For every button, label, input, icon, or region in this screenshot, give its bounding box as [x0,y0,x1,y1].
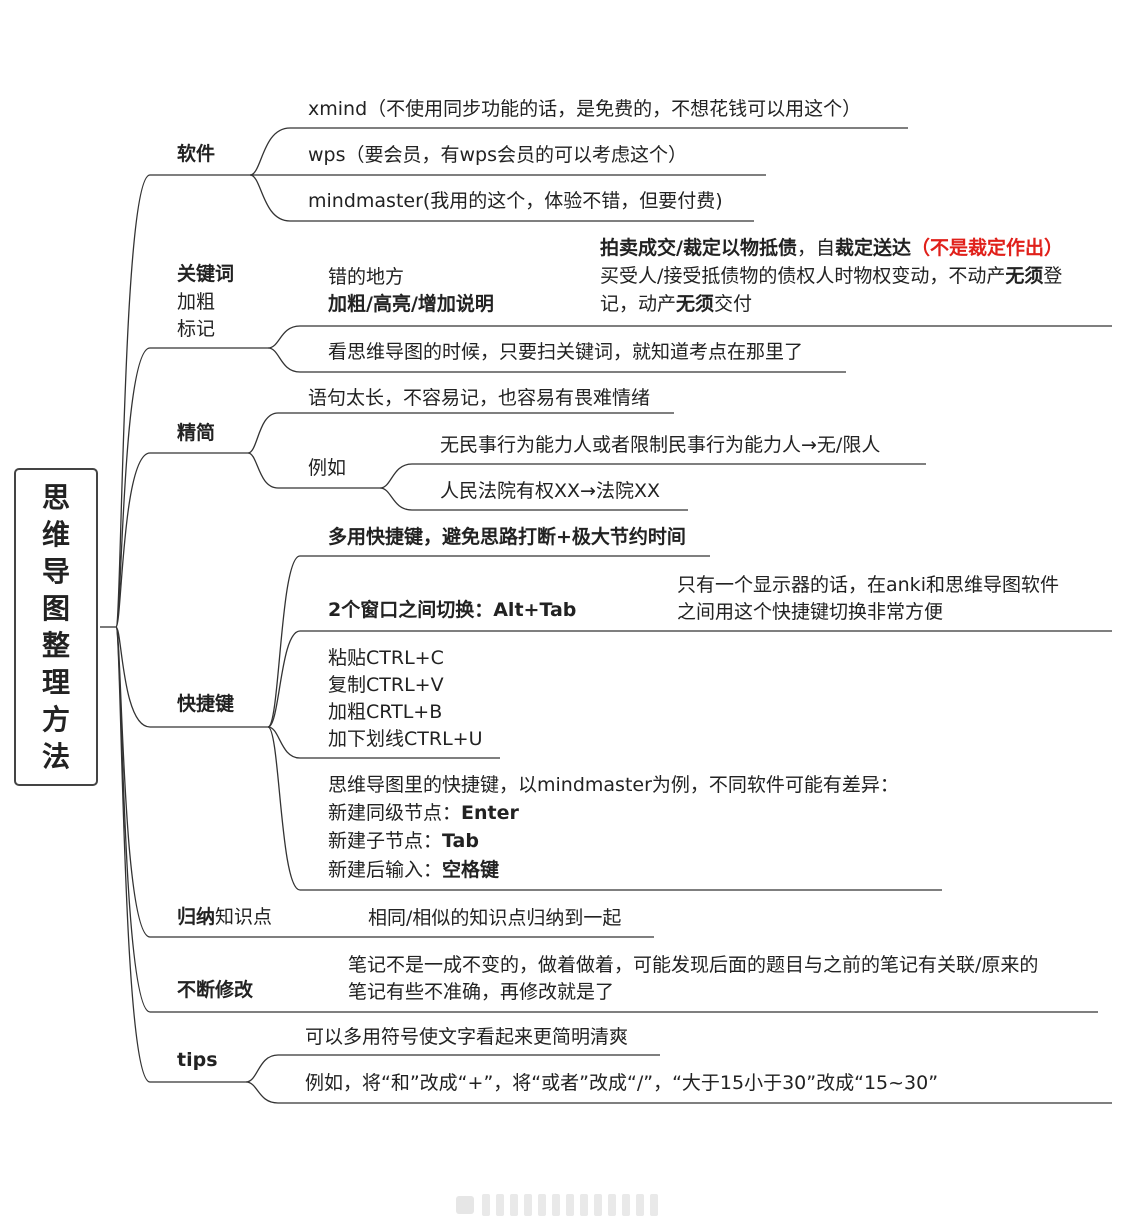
shortcuts-mindmaster-sibling: 新建同级节点：Enter [328,800,519,827]
keywords-example-line-1: 拍卖成交/裁定以物抵债，自裁定送达（不是裁定作出） [600,235,1063,262]
branch-label-tips: tips [177,1049,218,1071]
keywords-label-bold: 加粗 [177,291,216,313]
branch-line-keywords [115,347,268,628]
shortcut-label: 新建同级节点： [328,802,462,824]
keywords-label-mark: 标记 [177,318,216,340]
concise-example-2: 人民法院有权XX→法院XX [440,480,660,502]
root-title-char: 方 [41,703,70,736]
branch-label-software: 软件 [177,143,216,165]
software-item-mindmaster: mindmaster(我用的这个，体验不错，但要付费) [308,190,723,212]
revise-line-2: 笔记有些不准确，再修改就是了 [348,981,615,1003]
keywords-example-text: ，自 [796,237,835,259]
concise-example-label: 例如 [308,457,347,479]
keywords-example-text: 交付 [714,293,753,315]
branch-label-shortcuts: 快捷键 [177,693,235,715]
keywords-example-emph: 无须 [1005,265,1044,287]
root-title-char: 导 [41,555,70,588]
shortcut-key: 空格键 [442,859,500,881]
keywords-example-line-3: 记，动产无须交付 [600,291,752,318]
revise-line-1: 笔记不是一成不变的，做着做着，可能发现后面的题目与之前的笔记有关联/原来的 [348,954,1039,976]
shortcuts-key-underline: 加下划线CTRL+U [328,728,483,750]
tips-item-example: 例如，将“和”改成“+”，将“或者”改成“/”，“大于15小于30”改成“15~… [305,1072,939,1094]
shortcuts-alt-tab-note-1: 只有一个显示器的话，在anki和思维导图软件 [677,574,1059,596]
shortcuts-key-copy: 复制CTRL+V [328,674,444,696]
shortcuts-mindmaster-child: 新建子节点：Tab [328,828,479,855]
branch-label-revise: 不断修改 [177,979,254,1001]
shortcuts-key-paste: 粘贴CTRL+C [328,647,444,669]
shortcuts-alt-tab-note-2: 之间用这个快捷键切换非常方便 [677,601,944,623]
keywords-example-text: 买受人/接受抵债物的债权人时物权变动，不动产 [600,265,1006,287]
summarize-item: 相同/相似的知识点归纳到一起 [368,907,622,929]
shortcuts-item-alt-tab: 2个窗口之间切换：Alt+Tab [328,599,577,621]
concise-item-long-sentences: 语句太长，不容易记，也容易有畏难情绪 [308,387,651,409]
root-title-char: 整 [41,629,70,662]
keywords-example-emph: 裁定送达 [834,237,911,259]
watermark-icon [456,1194,658,1216]
keywords-example-warning: （不是裁定作出） [910,237,1063,259]
branch-line-concise [115,452,248,628]
shortcut-label: 新建子节点： [328,830,443,852]
keywords-example-text: 记，动产 [600,293,677,315]
branch-label-concise: 精简 [177,422,216,444]
shortcuts-key-bold: 加粗CRTL+B [328,701,443,723]
shortcuts-item-use-more: 多用快捷键，避免思路打断+极大节约时间 [328,526,686,548]
shortcut-key: Tab [442,830,479,852]
summarize-label-rest: 知识点 [215,906,273,928]
keywords-scan-tip: 看思维导图的时候，只要扫关键词，就知道考点在那里了 [328,341,804,363]
root-title-char: 维 [41,518,70,551]
summarize-label-bold: 归纳 [177,906,216,928]
concise-example-1: 无民事行为能力人或者限制民事行为能力人→无/限人 [440,434,881,456]
branch-line-software [115,174,250,628]
tips-item-symbols: 可以多用符号使文字看起来更简明清爽 [305,1026,629,1048]
software-item-xmind: xmind（不使用同步功能的话，是免费的，不想花钱可以用这个） [308,98,862,120]
root-title-char: 思 [41,481,70,514]
keywords-sub-highlight: 加粗/高亮/增加说明 [328,293,494,315]
root-title-char: 图 [41,592,70,625]
keywords-example-text: 登 [1043,265,1063,287]
root-title-box: 思 维 导 图 整 理 方 法 [14,468,98,786]
keywords-sub-mistakes: 错的地方 [328,266,405,288]
root-title-char: 法 [41,740,70,773]
shortcut-key: Enter [461,802,519,824]
shortcuts-mindmaster-input: 新建后输入：空格键 [328,857,499,884]
software-item-wps: wps（要会员，有wps会员的可以考虑这个） [308,144,687,166]
shortcut-label: 新建后输入： [328,859,443,881]
branch-line-tips [115,626,246,1083]
branch-line-shortcuts [115,626,268,728]
branch-label-summarize: 归纳知识点 [177,904,272,931]
keywords-example-line-2: 买受人/接受抵债物的债权人时物权变动，不动产无须登 [600,263,1062,290]
shortcuts-mindmaster-intro: 思维导图里的快捷键，以mindmaster为例，不同软件可能有差异： [328,774,899,796]
keywords-example-emph: 无须 [676,293,715,315]
keywords-example-emph: 拍卖成交/裁定以物抵债 [600,237,797,259]
branch-label-keywords: 关键词 [177,263,235,285]
root-title-char: 理 [41,666,70,699]
